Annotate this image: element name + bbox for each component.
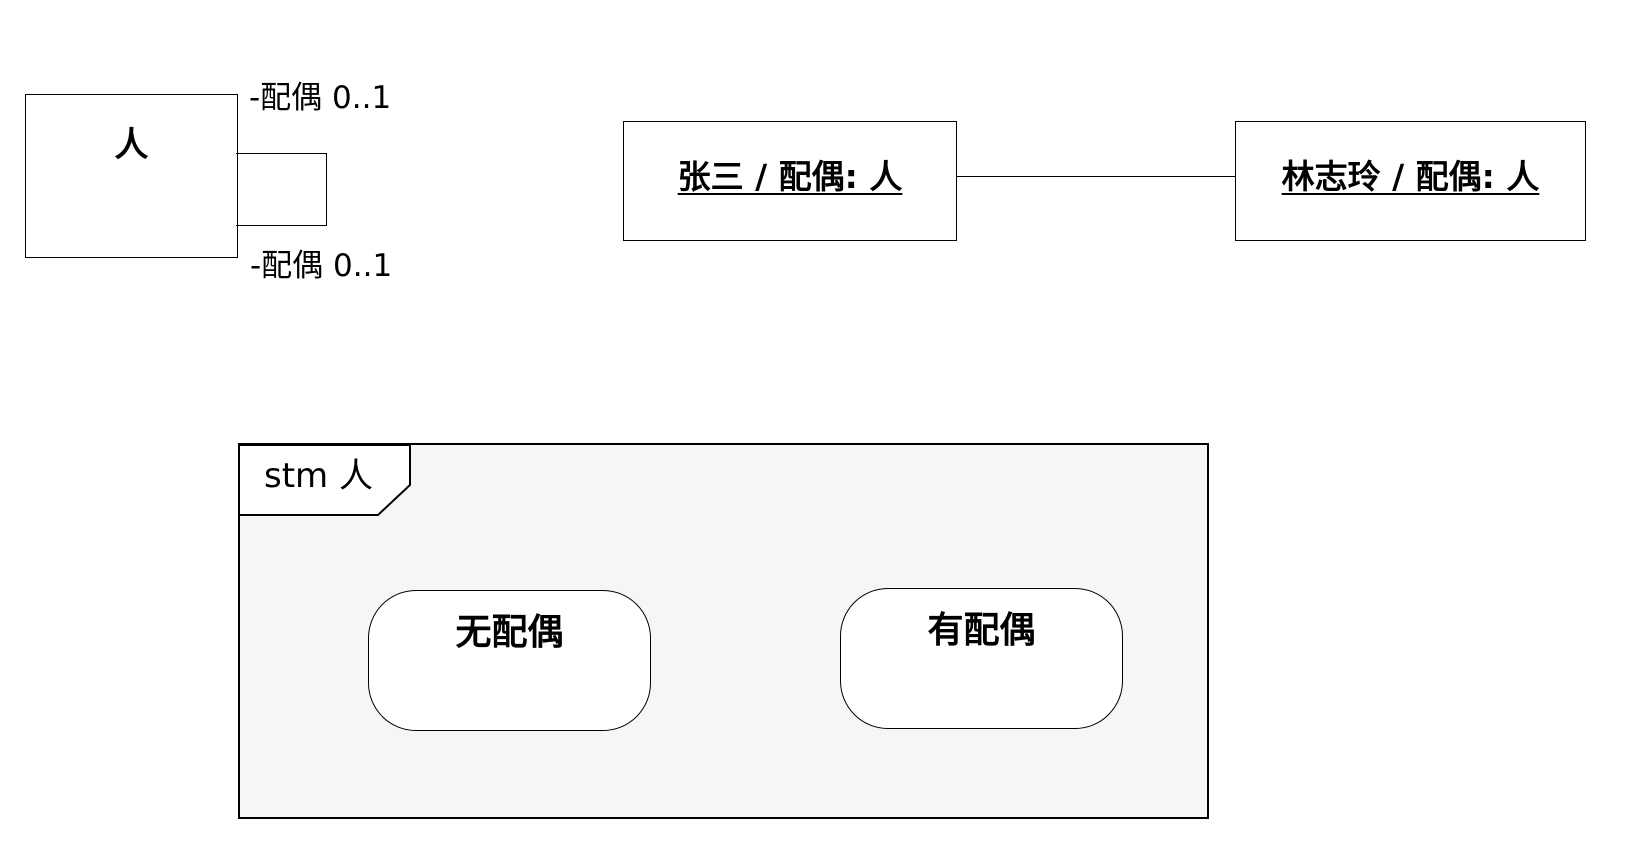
state-has-spouse[interactable]: 有配偶	[840, 588, 1123, 729]
self-association-loop[interactable]	[236, 153, 327, 226]
role-label-top: -配偶 0..1	[249, 80, 392, 116]
object-label: 林志玲 / 配偶: 人	[1281, 157, 1540, 196]
class-box-person[interactable]: 人	[25, 94, 238, 258]
object-label: 张三 / 配偶: 人	[677, 157, 903, 196]
state-name: 有配偶	[927, 610, 1036, 651]
frame-title: stm 人	[264, 456, 373, 496]
object-box-zhangsan[interactable]: 张三 / 配偶: 人	[623, 121, 957, 241]
object-box-linzhiling[interactable]: 林志玲 / 配偶: 人	[1235, 121, 1586, 241]
object-link-line[interactable]	[956, 176, 1236, 177]
role-label-bottom: -配偶 0..1	[250, 248, 393, 284]
state-name: 无配偶	[455, 612, 564, 653]
frame-tab	[240, 445, 411, 516]
state-no-spouse[interactable]: 无配偶	[368, 590, 651, 731]
class-name: 人	[114, 125, 149, 165]
state-machine-frame[interactable]: stm 人 无配偶 有配偶	[238, 443, 1209, 819]
